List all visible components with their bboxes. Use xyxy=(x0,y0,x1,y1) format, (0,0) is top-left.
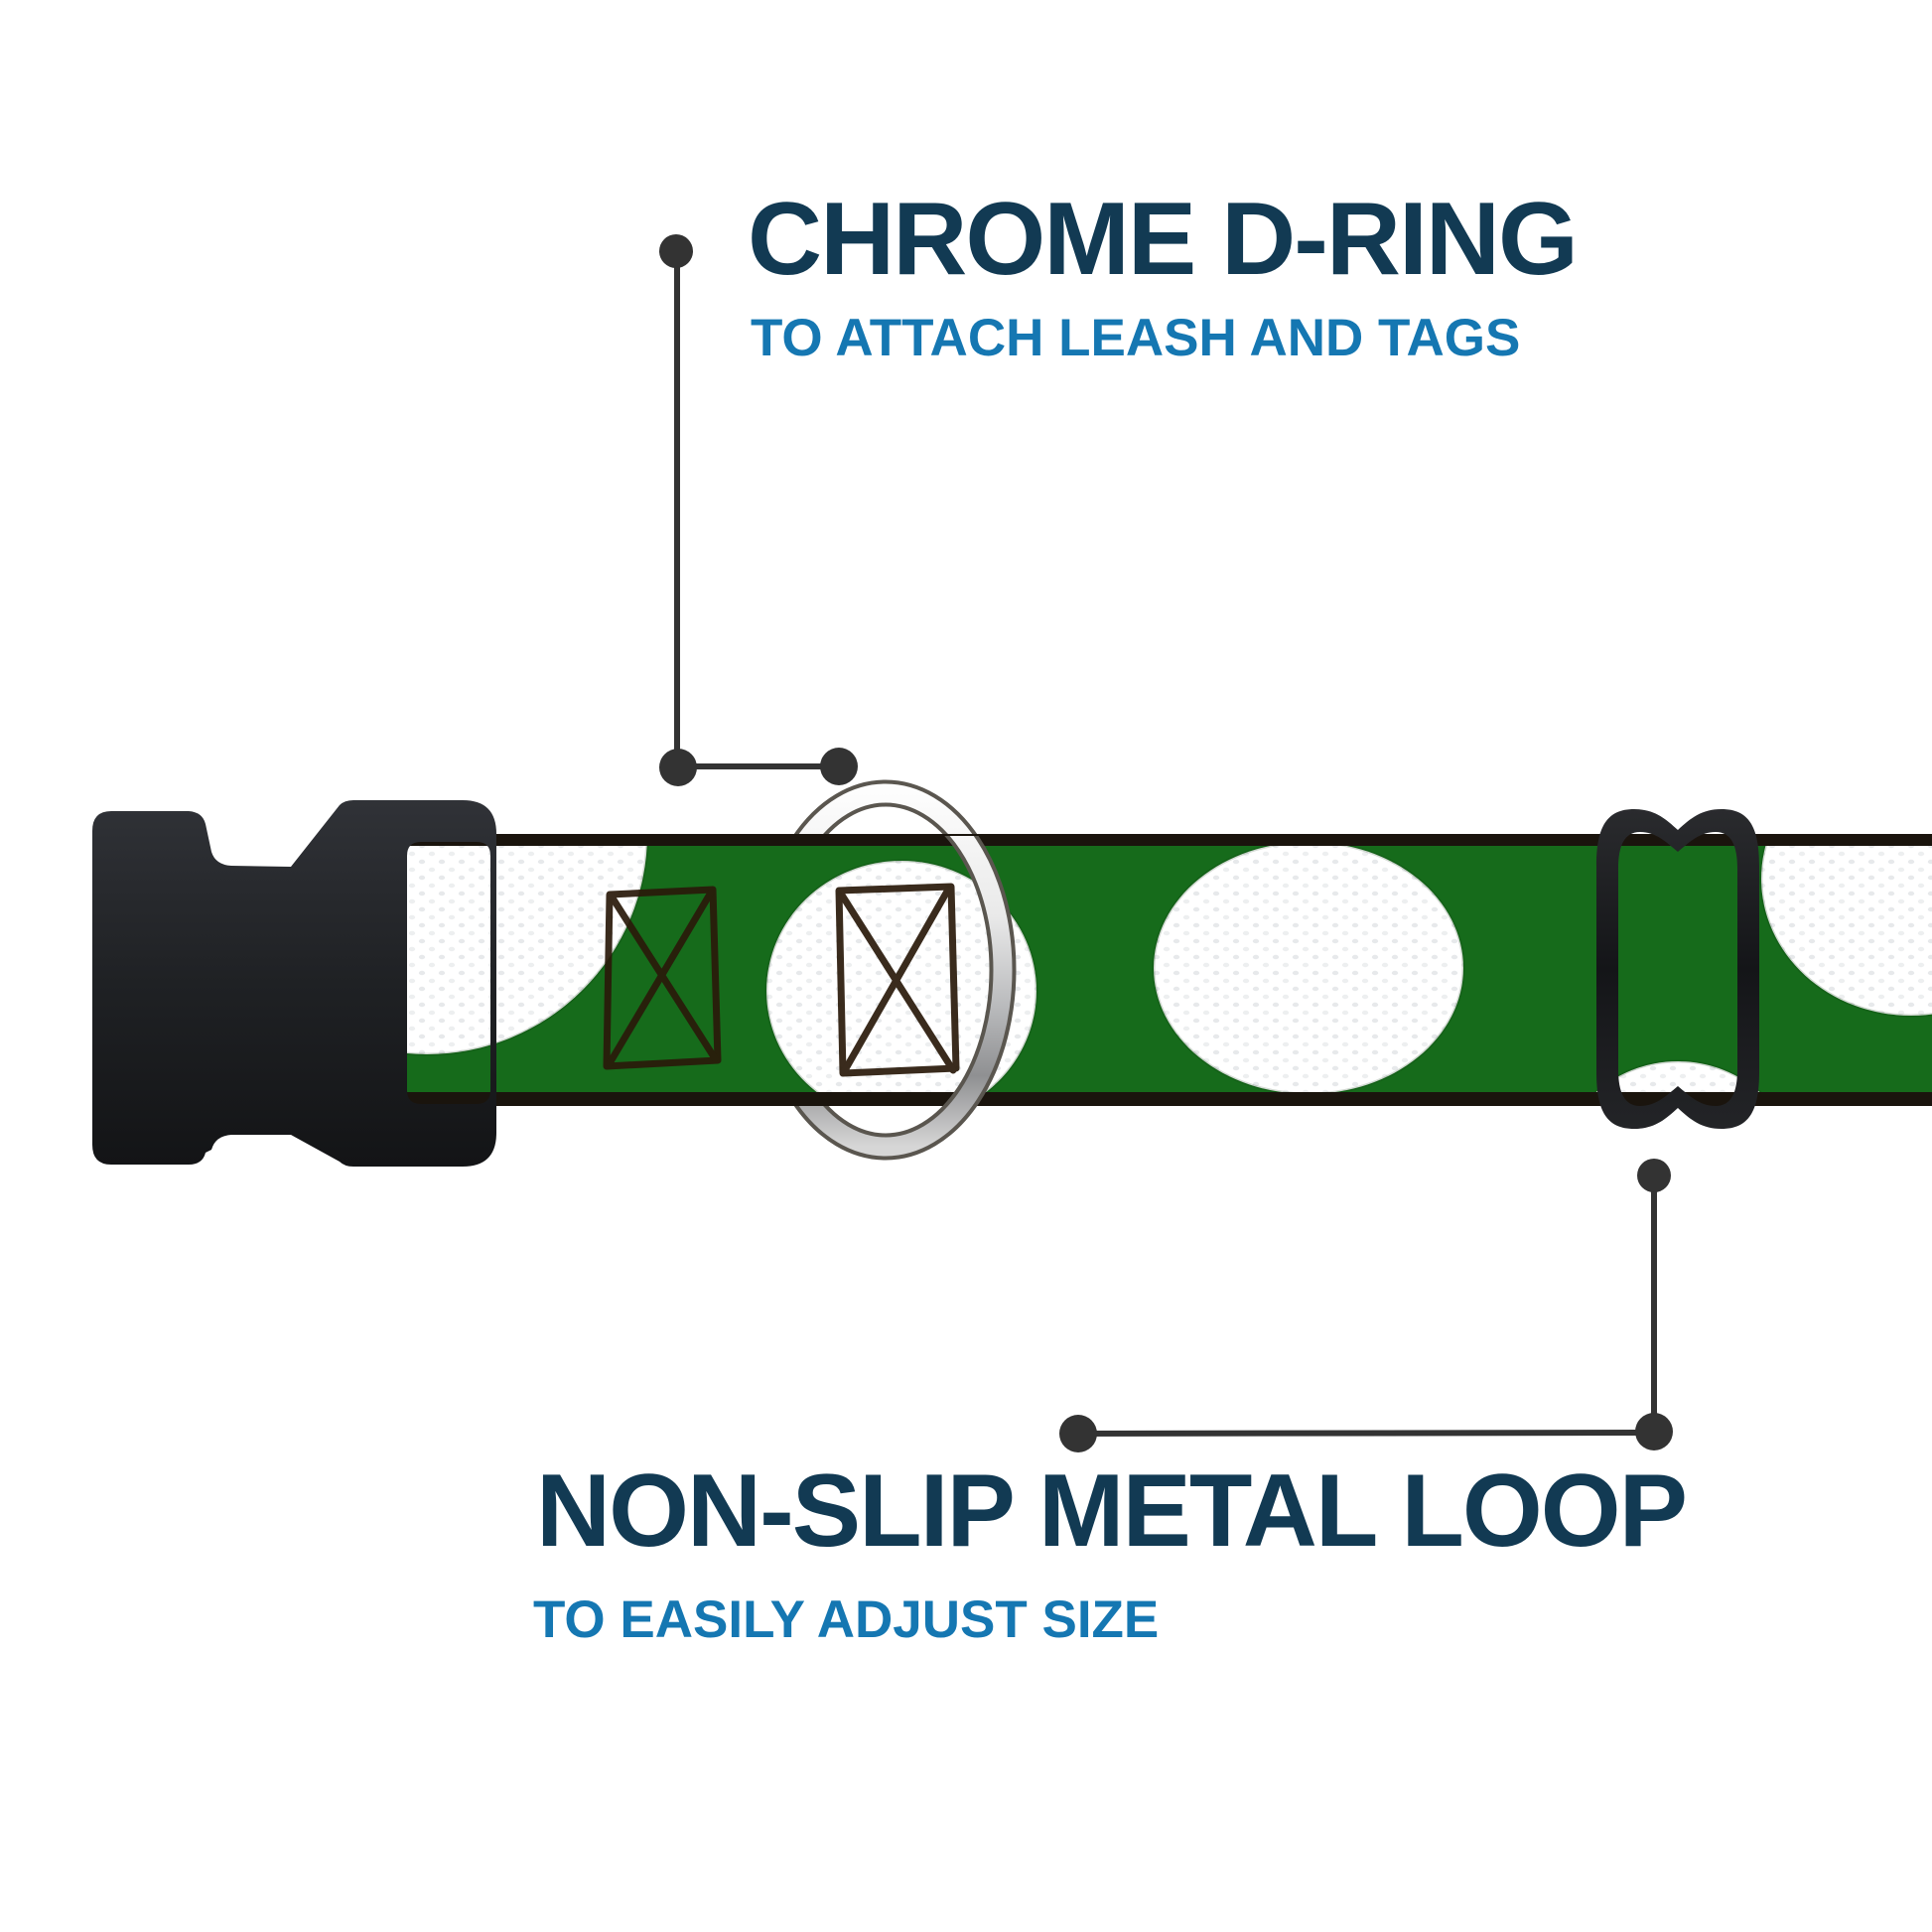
bottom-callout-title: NON-SLIP METAL LOOP xyxy=(536,1453,1688,1569)
metal-loop-icon xyxy=(1596,809,1759,1129)
leader-dot xyxy=(1059,1415,1097,1452)
stitch-box xyxy=(835,883,960,1077)
leader-dot xyxy=(659,749,697,786)
top-callout-subtitle: TO ATTACH LEASH AND TAGS xyxy=(751,309,1521,367)
bottom-callout-subtitle: TO EASILY ADJUST SIZE xyxy=(533,1590,1160,1649)
top-callout-title: CHROME D-RING xyxy=(748,182,1579,297)
d-ring-front-bar xyxy=(942,836,1017,1106)
golf-ball xyxy=(1152,840,1465,1096)
stitch-box-frame xyxy=(835,883,960,1077)
stitch-box-frame xyxy=(603,886,722,1070)
leader-top xyxy=(659,234,858,786)
collar-webbing xyxy=(403,834,1932,1106)
leader-dot xyxy=(820,748,858,785)
stitch-box-x xyxy=(606,889,719,1067)
webbing-bottom-edge xyxy=(403,1092,1932,1106)
leader-dot xyxy=(1635,1413,1673,1450)
golf-ball xyxy=(403,834,649,1056)
stitch-box-x xyxy=(837,886,957,1074)
leader-bottom xyxy=(1059,1159,1673,1452)
leader-dot xyxy=(659,234,693,268)
stitch-box xyxy=(603,886,722,1070)
buckle-icon xyxy=(92,800,496,1167)
golf-ball xyxy=(1759,834,1932,1018)
leader-dot xyxy=(1637,1159,1671,1192)
webbing-top-edge xyxy=(403,834,1932,846)
leader-line xyxy=(1077,1430,1655,1437)
d-ring-chrome xyxy=(947,836,1013,1106)
